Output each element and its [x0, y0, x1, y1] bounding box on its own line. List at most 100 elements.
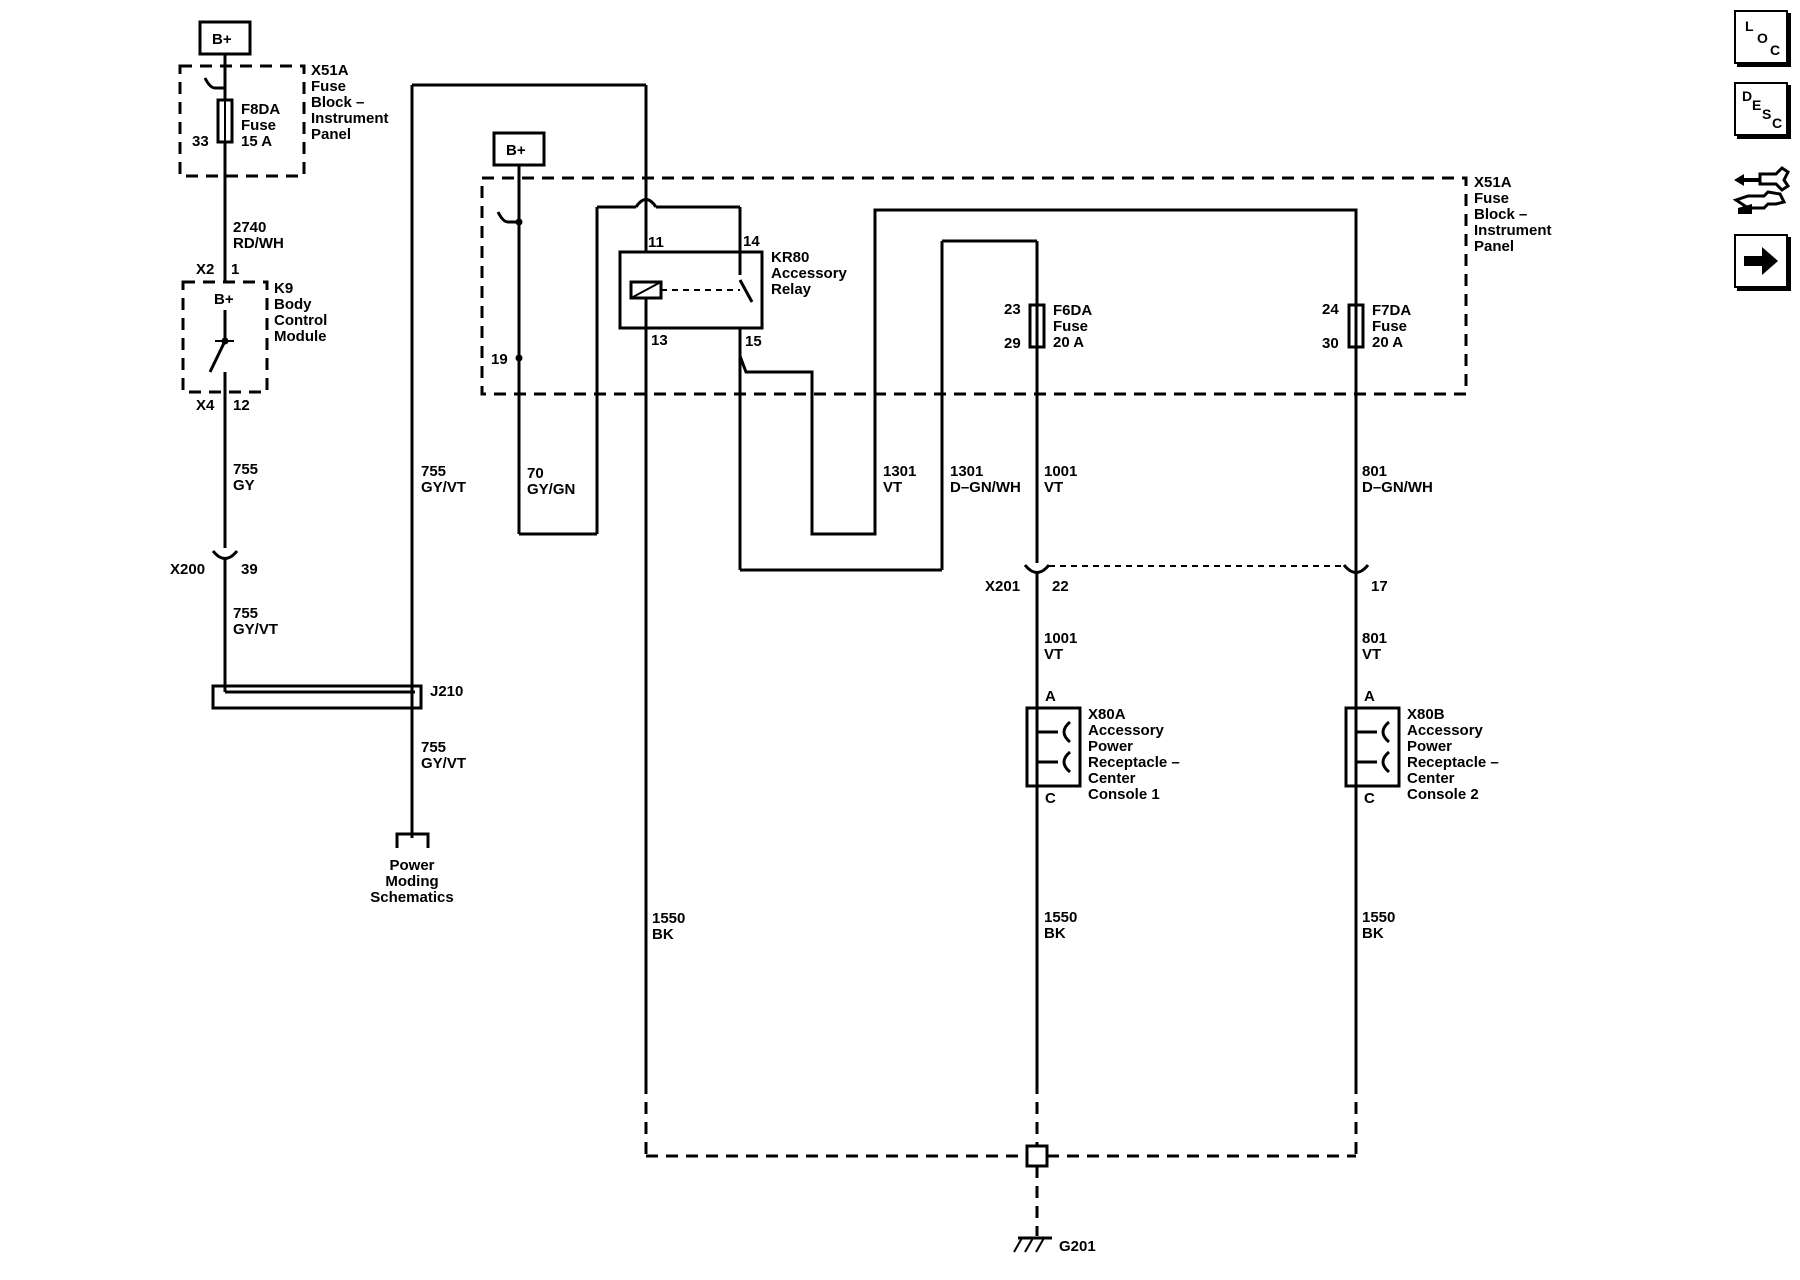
- x80a-desc-5: Console 1: [1088, 786, 1160, 803]
- kr80-desc-2: Relay: [771, 281, 812, 298]
- power-moding-line-3: Schematics: [370, 889, 453, 906]
- module-k9: X2 1 B+ K9 Body Control Module X4 12: [181, 261, 327, 414]
- b-plus-label-top: B+: [212, 31, 232, 48]
- x51a-top-desc-1: Fuse: [311, 78, 346, 95]
- kr80-desc-1: Accessory: [771, 265, 848, 282]
- connector-wrench-icon[interactable]: [1730, 160, 1792, 222]
- ground-wire-1-num: 1550: [652, 910, 685, 927]
- b-plus-box-main: B+: [492, 131, 546, 167]
- location-button[interactable]: L O C: [1734, 10, 1788, 64]
- f6da-type: Fuse: [1053, 318, 1088, 335]
- x201-pin-a: 22: [1052, 578, 1069, 595]
- k9-desc-2: Control: [274, 312, 327, 329]
- power-moding-reference: Power Moding Schematics: [370, 832, 454, 906]
- kr80-pin-15: 15: [745, 333, 762, 350]
- wire-755-gyvt-3-num: 755: [421, 739, 446, 756]
- desc-letter-s: S: [1762, 106, 1772, 122]
- bus-tap-main-icon: [496, 211, 519, 224]
- x80b-pin-a: A: [1364, 688, 1375, 705]
- splice-j210: J210: [211, 683, 463, 710]
- k9-pin-top: 1: [231, 261, 239, 278]
- ground-wire-1-color: BK: [652, 926, 674, 943]
- relay-contact: [738, 279, 754, 303]
- x80a-pin-c: C: [1045, 790, 1056, 807]
- k9-bplus: B+: [214, 291, 234, 308]
- ground-wire-2-color: BK: [1044, 925, 1066, 942]
- f6da-name: F6DA: [1053, 302, 1092, 319]
- g201-ref: G201: [1059, 1238, 1096, 1255]
- f8da-pin: 33: [192, 133, 209, 150]
- x80b-pin-c: C: [1364, 790, 1375, 807]
- f7da-name: F7DA: [1372, 302, 1411, 319]
- wire-801-a-color: D–GN/WH: [1362, 479, 1433, 496]
- wire-2740-num: 2740: [233, 219, 266, 236]
- k9-pin-bot: 12: [233, 397, 250, 414]
- kr80-pin-13: 13: [651, 332, 668, 349]
- power-moding-line-1: Power: [389, 857, 434, 874]
- ground-wire-2-num: 1550: [1044, 909, 1077, 926]
- wire-755-gyvt-3-color: GY/VT: [421, 755, 466, 772]
- x201-ref: X201: [985, 578, 1020, 595]
- connector-x200: X200 39: [170, 550, 258, 578]
- k9-switch: [208, 340, 227, 373]
- f7da-pin-in: 24: [1322, 301, 1339, 318]
- loc-letter-c: C: [1770, 42, 1781, 58]
- next-button[interactable]: [1734, 234, 1788, 288]
- connector-x201: X201 22 17: [985, 564, 1388, 595]
- pin-19: 19: [491, 351, 508, 368]
- receptacle-x80b: A C X80B Accessory Power Receptacle – Ce…: [1344, 688, 1499, 807]
- ground-splice: [1025, 1144, 1049, 1168]
- x200-ref: X200: [170, 561, 205, 578]
- b-plus-box-top: B+: [198, 20, 252, 56]
- desc-letter-e: E: [1752, 97, 1762, 113]
- bus-tap-icon: [203, 77, 225, 90]
- desc-letter-d: D: [1742, 88, 1753, 104]
- k9-conn-top: X2: [196, 261, 214, 278]
- wire-1001-a-color: VT: [1044, 479, 1063, 496]
- power-moding-line-2: Moding: [385, 873, 438, 890]
- wire-2740-color: RD/WH: [233, 235, 284, 252]
- x80a-desc-3: Receptacle –: [1088, 754, 1180, 771]
- x51a-top-desc-4: Panel: [311, 126, 351, 143]
- x51a-top-desc-3: Instrument: [311, 110, 389, 127]
- loc-letter-l: L: [1745, 18, 1754, 34]
- x201-pin-b: 17: [1371, 578, 1388, 595]
- x51a-main-desc-2: Block –: [1474, 206, 1527, 223]
- x80b-desc-3: Receptacle –: [1407, 754, 1499, 771]
- x80b-desc-5: Console 2: [1407, 786, 1479, 803]
- fuse-f7da: 24 30 F7DA Fuse 20 A: [1322, 301, 1411, 352]
- wire-755-gy-num: 755: [233, 461, 258, 478]
- x80b-ref: X80B: [1407, 706, 1445, 723]
- f7da-rating: 20 A: [1372, 334, 1403, 351]
- ground-bus: [644, 1082, 1358, 1236]
- ground-wire-3-color: BK: [1362, 925, 1384, 942]
- relay-kr80: 11 14 13 15 KR80 Accessory Relay: [618, 207, 848, 1082]
- f8da-rating: 15 A: [241, 133, 272, 150]
- f7da-pin-out: 30: [1322, 335, 1339, 352]
- x51a-main-desc-1: Fuse: [1474, 190, 1509, 207]
- kr80-pin-14: 14: [743, 233, 760, 250]
- arrow-right-icon: [1744, 247, 1778, 275]
- fuse-block-x51a-main: X51A Fuse Block – Instrument Panel: [480, 174, 1552, 396]
- x51a-main-desc-3: Instrument: [1474, 222, 1552, 239]
- wire-1001-b-color: VT: [1044, 646, 1063, 663]
- b-plus-label-main: B+: [506, 142, 526, 159]
- wire-755-gyvt-1-color: GY/VT: [233, 621, 278, 638]
- wire-1301-dgnwh-color: D–GN/WH: [950, 479, 1021, 496]
- wire-1001-a-num: 1001: [1044, 463, 1077, 480]
- wire-755-gyvt-1-num: 755: [233, 605, 258, 622]
- description-button[interactable]: D E S C: [1734, 82, 1788, 136]
- j210-ref: J210: [430, 683, 463, 700]
- kr80-ref: KR80: [771, 249, 809, 266]
- x80a-desc-1: Accessory: [1088, 722, 1165, 739]
- x51a-top-desc-2: Block –: [311, 94, 364, 111]
- f8da-type: Fuse: [241, 117, 276, 134]
- x51a-main-ref: X51A: [1474, 174, 1512, 191]
- x80b-desc-2: Power: [1407, 738, 1452, 755]
- wire-70-color: GY/GN: [527, 481, 575, 498]
- x51a-top-ref: X51A: [311, 62, 349, 79]
- ground-wire-3-num: 1550: [1362, 909, 1395, 926]
- wire-70-num: 70: [527, 465, 544, 482]
- x80b-desc-1: Accessory: [1407, 722, 1484, 739]
